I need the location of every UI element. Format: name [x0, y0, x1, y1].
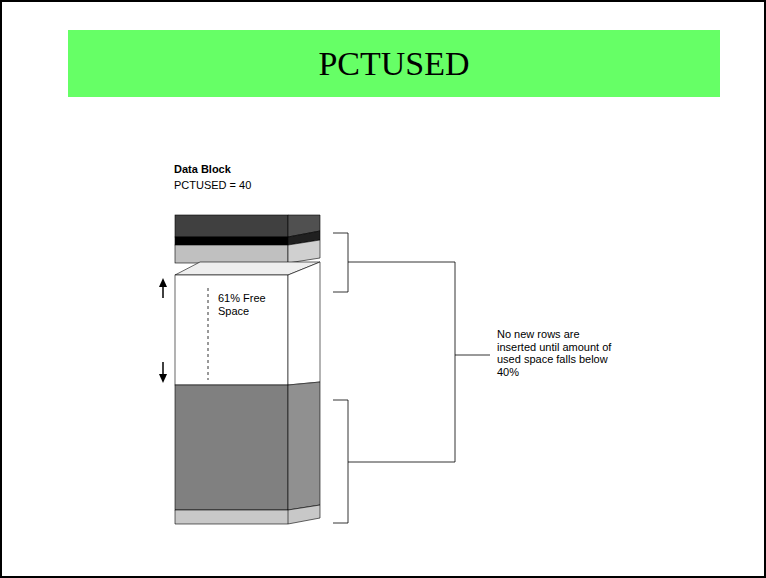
- slide-title: PCTUSED: [68, 44, 720, 84]
- free-space-label: 61% Free Space: [218, 292, 278, 317]
- block-heading: Data Block: [174, 163, 231, 176]
- setting-label: PCTUSED = 40: [174, 179, 251, 192]
- explanation-note: No new rows are inserted until amount of…: [497, 328, 615, 378]
